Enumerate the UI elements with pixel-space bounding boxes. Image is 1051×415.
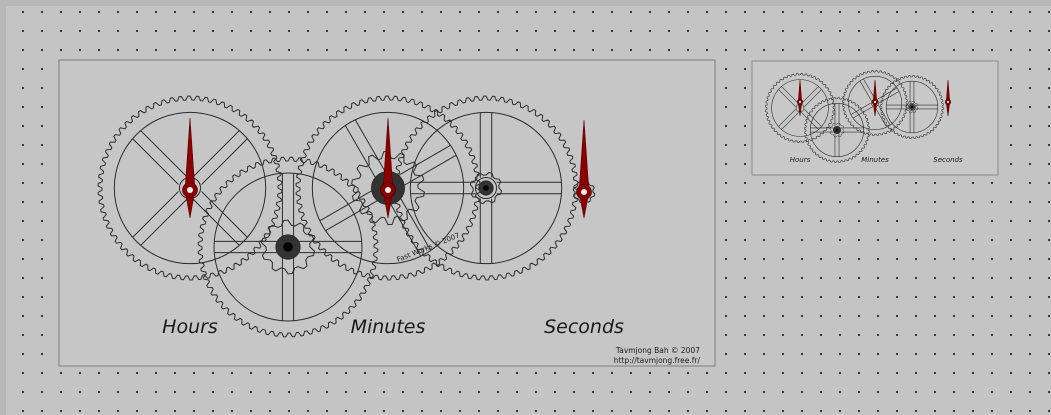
thumb-minutes-label: Minutes xyxy=(861,156,889,164)
pinion-lower xyxy=(260,219,316,275)
thumb-seconds-label: Seconds xyxy=(933,156,963,164)
thumb-minute-hand xyxy=(871,79,878,117)
minutes-label: Minutes xyxy=(351,316,426,338)
seconds-label: Seconds xyxy=(544,316,624,338)
thumb-gear-hours xyxy=(765,73,835,143)
pinion-seconds-drive xyxy=(469,171,503,205)
main-page-frame xyxy=(58,59,716,367)
credit-author: Tavmjong Bah © 2007 xyxy=(615,346,700,355)
thumb-gear-minutes xyxy=(842,70,908,136)
gear-minutes xyxy=(295,95,481,281)
hours-label: Hours xyxy=(162,316,218,338)
thumb-hour-hand xyxy=(796,79,803,117)
thumb-gear-seconds xyxy=(880,75,944,139)
main-drawing[interactable]: Hours Minutes Seconds Tavmjong Bah © 200… xyxy=(58,59,716,367)
thumb-gear-lower xyxy=(804,97,870,163)
gear-train xyxy=(97,95,596,338)
second-hand xyxy=(576,119,592,219)
gear-hours xyxy=(97,95,283,281)
minute-hand xyxy=(380,117,396,219)
hour-hand xyxy=(182,117,198,219)
thumb-pinion-lower xyxy=(829,122,845,138)
credit-url: http://tavmjong.free.fr/ xyxy=(614,356,701,365)
thumb-second-hand xyxy=(944,79,951,117)
thumb-hours-label: Hours xyxy=(790,156,811,164)
thumbnail-preview[interactable]: Hours Minutes Seconds xyxy=(751,60,999,176)
thumbnail-gear-train xyxy=(765,70,951,163)
gear-seconds-drive xyxy=(393,95,579,281)
thumb-pinion-seconds xyxy=(905,100,919,114)
